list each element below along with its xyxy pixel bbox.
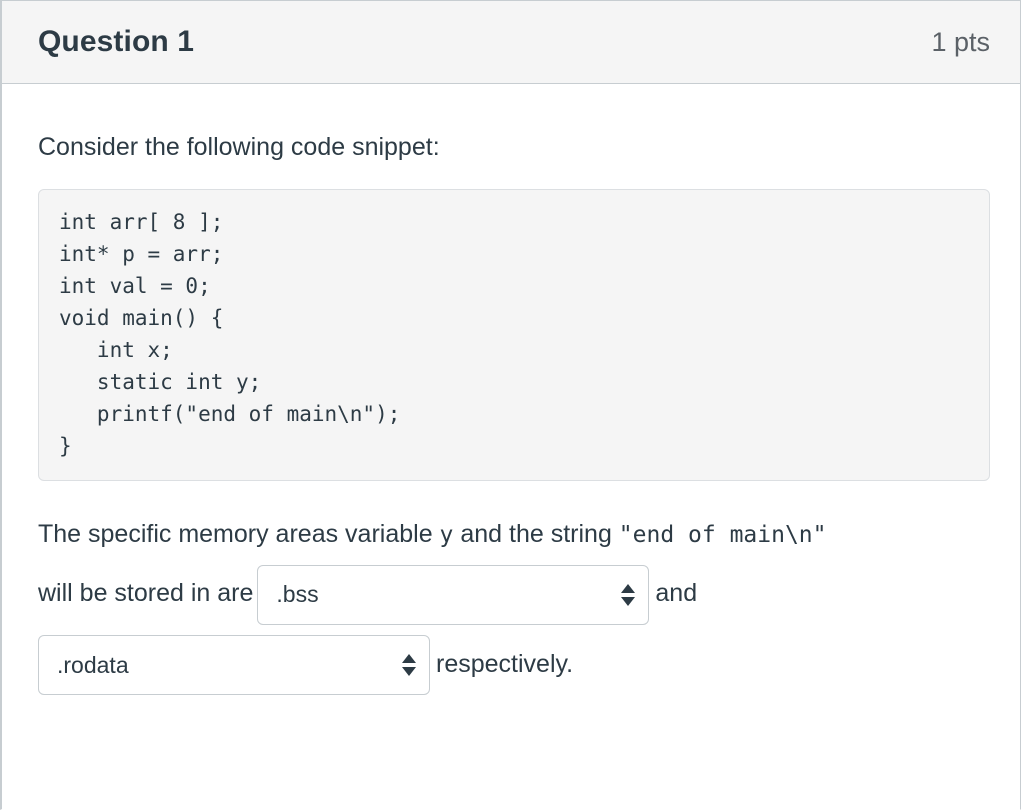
fill-in-sentence: The specific memory areas variable y and… <box>38 503 984 696</box>
sentence-line-2: will be stored in are .bss and <box>38 562 984 625</box>
sentence-connector: and <box>655 579 698 608</box>
sentence-part-4: respectively. <box>436 649 574 678</box>
question-points: 1 pts <box>931 26 990 57</box>
question-prompt-text: Consider the following code snippet: <box>38 133 440 161</box>
answer-dropdown-2[interactable]: .rodata <box>38 635 430 696</box>
question-body: Consider the following code snippet: int… <box>0 84 1021 810</box>
answer-dropdown-1-wrap: .bss <box>257 564 650 625</box>
code-snippet-block: int arr[ 8 ]; int* p = arr; int val = 0;… <box>38 189 990 482</box>
sentence-part-2: and the string <box>453 520 619 549</box>
string-literal-code: "end of main\n" <box>618 522 827 549</box>
question-title: Question 1 <box>38 25 195 58</box>
sentence-line-3: .rodata respectively. <box>38 633 984 696</box>
answer-dropdown-1[interactable]: .bss <box>257 564 650 625</box>
answer-dropdown-2-value: .rodata <box>57 653 129 677</box>
answer-dropdown-2-wrap: .rodata <box>38 635 430 696</box>
sentence-part-3: will be stored in are <box>38 579 254 608</box>
sentence-part-1: The specific memory areas variable <box>38 520 440 549</box>
sentence-line-1: The specific memory areas variable y and… <box>38 503 984 566</box>
question-header: Question 1 1 pts <box>0 0 1021 84</box>
code-snippet-text: int arr[ 8 ]; int* p = arr; int val = 0;… <box>59 210 401 459</box>
variable-name-code: y <box>439 522 454 549</box>
answer-dropdown-1-value: .bss <box>276 583 319 607</box>
